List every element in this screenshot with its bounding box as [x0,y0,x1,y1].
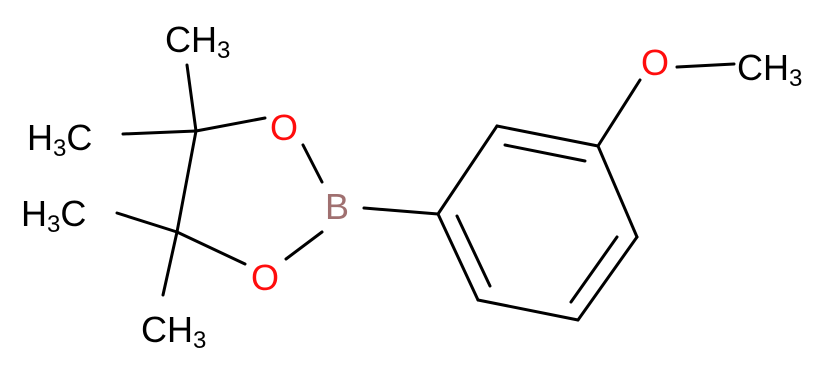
bond-c1-h3c-upper [121,129,198,136]
bond-c2-o-bottom [175,230,247,266]
bond-ar6-ar1-inner [455,214,492,288]
bond-ar5-ar6 [476,298,580,322]
bonds [115,62,736,322]
bond-c2-h3c-lower [115,211,179,234]
bond-o-methoxy-ch3 [675,62,736,69]
bond-c2-ch3-bottom [161,230,179,297]
group-ch3-top: CH3 [165,19,230,64]
bond-c1-o-top [194,116,267,133]
atom-o-ring-top: O [270,107,298,148]
bond-ar3-o-methoxy [596,78,642,148]
atom-boron: B [325,186,349,227]
group-ch3-methoxy: CH3 [737,47,802,92]
bond-o-top-b [301,143,324,184]
atom-o-methoxy: O [641,42,669,83]
bond-ar1-ar2 [436,124,499,216]
group-h3c-upper: H3C [27,117,92,162]
group-ch3-bottom: CH3 [141,309,206,354]
bond-ar6-ar1 [436,212,480,302]
bond-c1-ch3-top [185,63,198,133]
bond-c1-c2 [175,129,198,234]
bond-ar4-ar5 [576,235,639,322]
bond-b-aryl [362,206,440,216]
bond-ar3-ar4 [596,144,639,239]
bond-ar2-ar3 [495,124,600,148]
group-h3c-lower: H3C [21,193,86,238]
atom-o-ring-bottom: O [251,257,279,298]
bond-ar4-ar5-inner [569,235,619,304]
bond-ar2-ar3-inner [503,143,587,163]
bond-o-bottom-b [284,230,324,261]
